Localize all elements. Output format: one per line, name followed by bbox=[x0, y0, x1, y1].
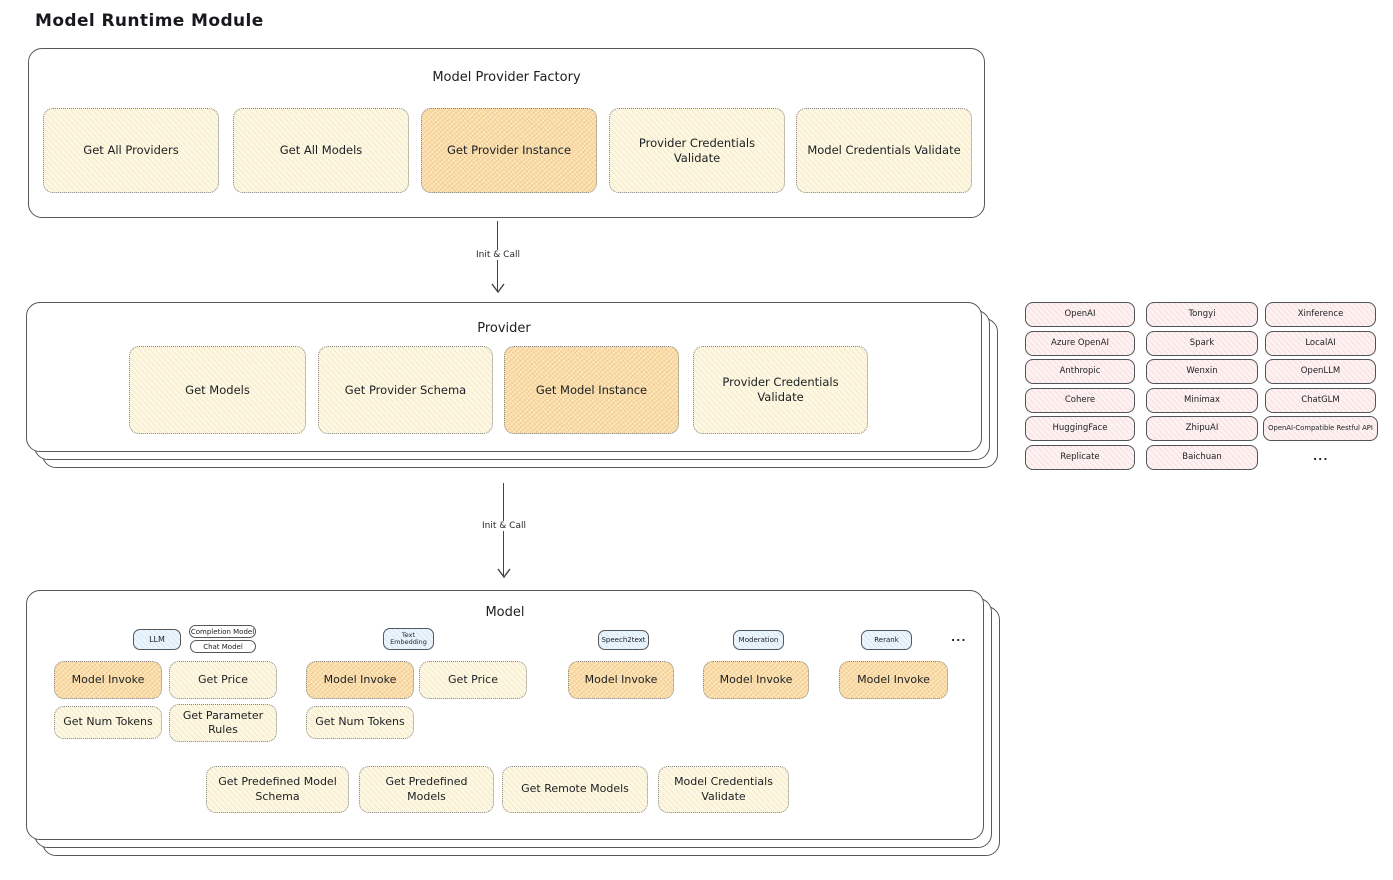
factory-get-all-providers-box: Get All Providers bbox=[43, 108, 219, 193]
provider-chip-openllm: OpenLLM bbox=[1265, 359, 1376, 384]
factory-get-all-models-box: Get All Models bbox=[233, 108, 409, 193]
provider-chip-zhipuai: ZhipuAI bbox=[1146, 416, 1258, 441]
provider-get-model-instance-box: Get Model Instance bbox=[504, 346, 679, 434]
provider-chip-tongyi: Tongyi bbox=[1146, 302, 1258, 327]
provider-chip-localai: LocalAI bbox=[1265, 331, 1376, 356]
model-panel-title: Model bbox=[485, 605, 525, 620]
text-embedding-get-num-tokens-box: Get Num Tokens bbox=[306, 706, 414, 739]
tab-chat-model: Chat Model bbox=[190, 640, 256, 653]
text-embedding-get-price-box: Get Price bbox=[419, 661, 527, 699]
arrow-label-init-call-1: Init & Call bbox=[472, 250, 524, 260]
arrowhead-factory-to-provider bbox=[491, 283, 505, 293]
llm-get-price-box: Get Price bbox=[169, 661, 277, 699]
llm-get-num-tokens-box: Get Num Tokens bbox=[54, 706, 162, 739]
get-predefined-models-box: Get Predefined Models bbox=[359, 766, 494, 813]
llm-get-parameter-rules-box: Get Parameter Rules bbox=[169, 704, 277, 742]
provider-chip-azure-openai: Azure OpenAI bbox=[1025, 331, 1135, 356]
provider-credentials-validate-box: Provider Credentials Validate bbox=[693, 346, 868, 434]
get-predefined-model-schema-box: Get Predefined Model Schema bbox=[206, 766, 349, 813]
provider-get-models-box: Get Models bbox=[129, 346, 306, 434]
provider-chip-spark: Spark bbox=[1146, 331, 1258, 356]
provider-chip-openai-compatible-restful-api: OpenAI-Compatible Restful API bbox=[1263, 416, 1378, 441]
provider-chip-openai: OpenAI bbox=[1025, 302, 1135, 327]
factory-get-provider-instance-box: Get Provider Instance bbox=[421, 108, 597, 193]
provider-chip-minimax: Minimax bbox=[1146, 388, 1258, 413]
speech2text-model-invoke-box: Model Invoke bbox=[568, 661, 674, 699]
factory-panel-title: Model Provider Factory bbox=[432, 70, 581, 85]
text-embedding-model-invoke-box: Model Invoke bbox=[306, 661, 414, 699]
arrow-label-init-call-2: Init & Call bbox=[478, 521, 530, 531]
tab-speech2text: Speech2text bbox=[598, 630, 649, 650]
factory-provider-credentials-validate-box: Provider Credentials Validate bbox=[609, 108, 785, 193]
page-title: Model Runtime Module bbox=[35, 11, 264, 31]
model-panel: Model LLM Completion Model Chat Model Te… bbox=[26, 590, 984, 840]
tab-rerank: Rerank bbox=[861, 630, 912, 650]
rerank-model-invoke-box: Model Invoke bbox=[839, 661, 948, 699]
provider-chip-huggingface: HuggingFace bbox=[1025, 416, 1135, 441]
provider-panel: Provider Get Models Get Provider Schema … bbox=[26, 302, 982, 452]
provider-panel-title: Provider bbox=[477, 321, 531, 336]
model-provider-factory-panel: Model Provider Factory Get All Providers… bbox=[28, 48, 985, 218]
get-remote-models-box: Get Remote Models bbox=[502, 766, 648, 813]
provider-chip-xinference: Xinference bbox=[1265, 302, 1376, 327]
provider-chip-wenxin: Wenxin bbox=[1146, 359, 1258, 384]
tab-completion-model: Completion Model bbox=[189, 625, 256, 638]
tab-moderation: Moderation bbox=[733, 630, 784, 650]
model-panel-stack: Model LLM Completion Model Chat Model Te… bbox=[26, 590, 1002, 858]
arrowhead-provider-to-model bbox=[497, 568, 511, 578]
provider-chip-cohere: Cohere bbox=[1025, 388, 1135, 413]
factory-model-credentials-validate-box: Model Credentials Validate bbox=[796, 108, 972, 193]
model-tabs-more-ellipsis: ... bbox=[951, 631, 967, 644]
moderation-model-invoke-box: Model Invoke bbox=[703, 661, 809, 699]
provider-chip-baichuan: Baichuan bbox=[1146, 445, 1258, 470]
tab-text-embedding: Text Embedding bbox=[383, 628, 434, 650]
provider-chip-chatglm: ChatGLM bbox=[1265, 388, 1376, 413]
provider-list-more-ellipsis: ... bbox=[1313, 450, 1329, 463]
provider-chip-replicate: Replicate bbox=[1025, 445, 1135, 470]
provider-chip-anthropic: Anthropic bbox=[1025, 359, 1135, 384]
tab-llm: LLM bbox=[133, 629, 181, 650]
model-credentials-validate-box: Model Credentials Validate bbox=[658, 766, 789, 813]
provider-panel-stack: Provider Get Models Get Provider Schema … bbox=[26, 302, 1002, 472]
provider-get-provider-schema-box: Get Provider Schema bbox=[318, 346, 493, 434]
llm-model-invoke-box: Model Invoke bbox=[54, 661, 162, 699]
